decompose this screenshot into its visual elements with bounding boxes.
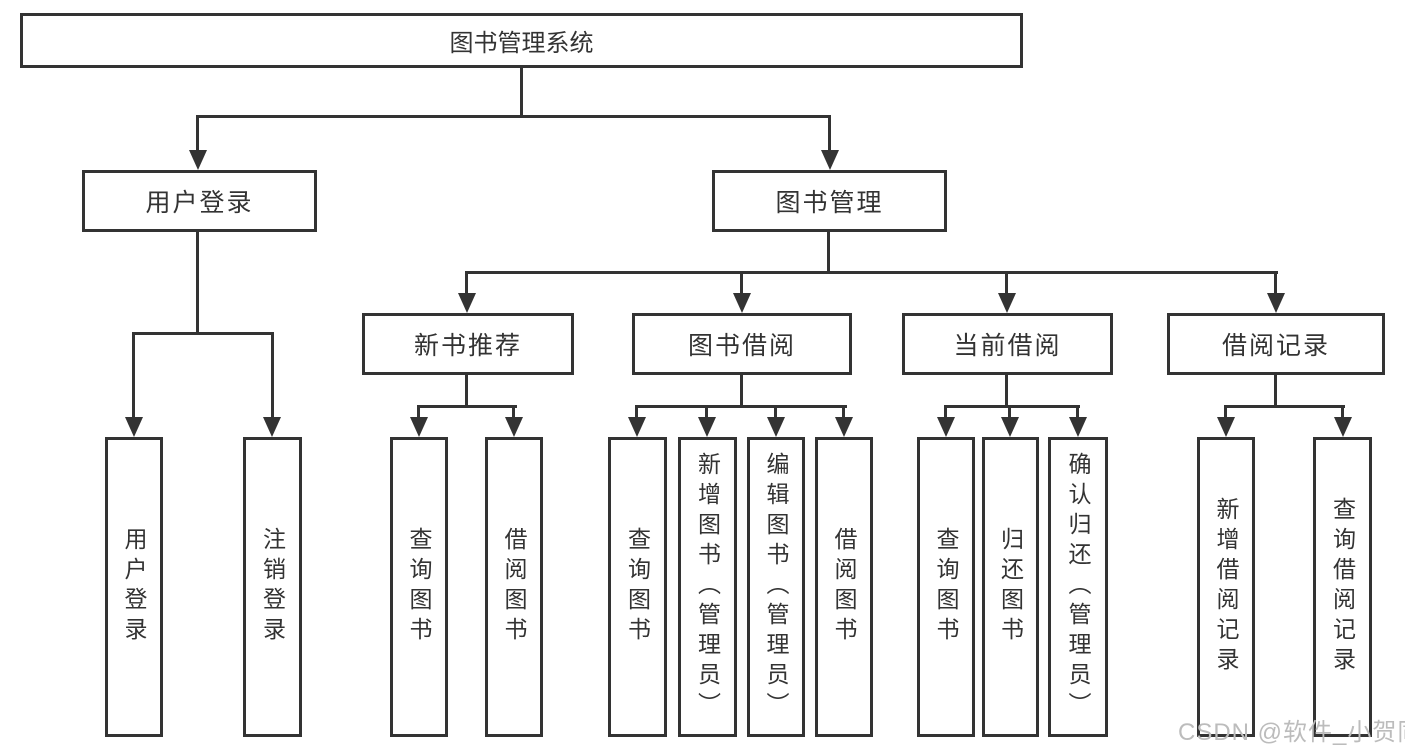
connector-line (944, 405, 1080, 408)
node-user-login-label: 用户登录 (145, 189, 254, 217)
leaf-borrow-borrow-book-label: 借阅图书 (831, 527, 857, 647)
connector-line (740, 271, 743, 296)
leaf-current-confirm-return-admin: 确认归还（管理员） (1048, 437, 1108, 737)
connector-line (417, 405, 517, 408)
leaf-logout-label: 注销登录 (259, 527, 286, 647)
arrowhead-down (189, 150, 207, 170)
leaf-logout: 注销登录 (243, 437, 302, 737)
node-current-borrow-label: 当前借阅 (953, 332, 1062, 360)
arrowhead-down (733, 293, 751, 313)
connector-line (635, 405, 638, 419)
connector-line (1005, 373, 1008, 408)
connector-line (842, 405, 845, 419)
node-root: 图书管理系统 (20, 13, 1023, 68)
connector-line (197, 115, 831, 118)
connector-line (1005, 271, 1008, 296)
leaf-borrow-add-book-admin-label: 新增图书（管理员） (694, 452, 721, 722)
arrowhead-down (1267, 293, 1285, 313)
connector-line (1076, 405, 1079, 419)
connector-line (1341, 405, 1344, 419)
arrowhead-down (698, 417, 716, 437)
node-user-login: 用户登录 (82, 170, 317, 232)
leaf-borrow-edit-book-admin-label: 编辑图书（管理员） (763, 452, 789, 722)
connector-line (196, 115, 199, 152)
leaf-recommend-query-book: 查询图书 (390, 437, 448, 737)
leaf-record-add-record-label: 新增借阅记录 (1213, 497, 1239, 677)
node-book-borrow: 图书借阅 (632, 313, 852, 375)
arrowhead-down (1217, 417, 1235, 437)
node-borrow-record: 借阅记录 (1167, 313, 1385, 375)
leaf-record-query-record: 查询借阅记录 (1313, 437, 1372, 737)
connector-line (944, 405, 947, 419)
arrowhead-down (263, 417, 281, 437)
leaf-recommend-borrow-book: 借阅图书 (485, 437, 543, 737)
leaf-borrow-query-book: 查询图书 (608, 437, 667, 737)
connector-line (132, 332, 274, 335)
leaf-record-add-record: 新增借阅记录 (1197, 437, 1255, 737)
leaf-borrow-borrow-book: 借阅图书 (815, 437, 873, 737)
node-book-management: 图书管理 (712, 170, 947, 232)
leaf-recommend-query-book-label: 查询图书 (406, 527, 432, 647)
connector-line (520, 66, 523, 118)
connector-line (1224, 405, 1345, 408)
leaf-recommend-borrow-book-label: 借阅图书 (501, 527, 527, 647)
node-new-book-recommend: 新书推荐 (362, 313, 574, 375)
node-book-management-label: 图书管理 (775, 189, 884, 217)
leaf-borrow-query-book-label: 查询图书 (624, 527, 651, 647)
connector-line (740, 373, 743, 408)
connector-line (1274, 373, 1277, 408)
node-root-label: 图书管理系统 (449, 30, 594, 57)
leaf-current-confirm-return-admin-label: 确认归还（管理员） (1065, 452, 1091, 722)
connector-line (827, 230, 830, 274)
leaf-current-return-book-label: 归还图书 (997, 527, 1024, 647)
arrowhead-down (1001, 417, 1019, 437)
connector-line (774, 405, 777, 419)
connector-line (705, 405, 708, 419)
node-new-book-recommend-label: 新书推荐 (413, 332, 522, 360)
leaf-record-query-record-label: 查询借阅记录 (1329, 497, 1356, 677)
leaf-current-query-book: 查询图书 (917, 437, 975, 737)
arrowhead-down (410, 417, 428, 437)
connector-line (1224, 405, 1227, 419)
arrowhead-down (937, 417, 955, 437)
leaf-current-query-book-label: 查询图书 (933, 527, 959, 647)
leaf-borrow-add-book-admin: 新增图书（管理员） (678, 437, 737, 737)
leaf-current-return-book: 归还图书 (982, 437, 1039, 737)
arrowhead-down (835, 417, 853, 437)
connector-line (271, 332, 274, 419)
connector-line (828, 115, 831, 152)
leaf-borrow-edit-book-admin: 编辑图书（管理员） (747, 437, 805, 737)
node-borrow-record-label: 借阅记录 (1221, 332, 1330, 360)
connector-line (132, 332, 135, 419)
leaf-user-login-label: 用户登录 (121, 527, 147, 647)
connector-line (465, 373, 468, 408)
arrowhead-down (125, 417, 143, 437)
node-book-borrow-label: 图书借阅 (687, 332, 796, 360)
arrowhead-down (1069, 417, 1087, 437)
node-current-borrow: 当前借阅 (902, 313, 1113, 375)
connector-line (465, 271, 468, 296)
connector-line (635, 405, 847, 408)
connector-line (417, 405, 420, 419)
connector-line (512, 405, 515, 419)
connector-line (1008, 405, 1011, 419)
arrowhead-down (1334, 417, 1352, 437)
connector-line (1274, 271, 1277, 296)
arrowhead-down (628, 417, 646, 437)
arrowhead-down (821, 150, 839, 170)
connector-line (465, 271, 1278, 274)
arrowhead-down (998, 293, 1016, 313)
arrowhead-down (458, 293, 476, 313)
arrowhead-down (767, 417, 785, 437)
csdn-watermark: CSDN @软件_小贺同学 (1178, 719, 1405, 746)
connector-line (196, 230, 199, 335)
leaf-user-login: 用户登录 (105, 437, 163, 737)
arrowhead-down (505, 417, 523, 437)
